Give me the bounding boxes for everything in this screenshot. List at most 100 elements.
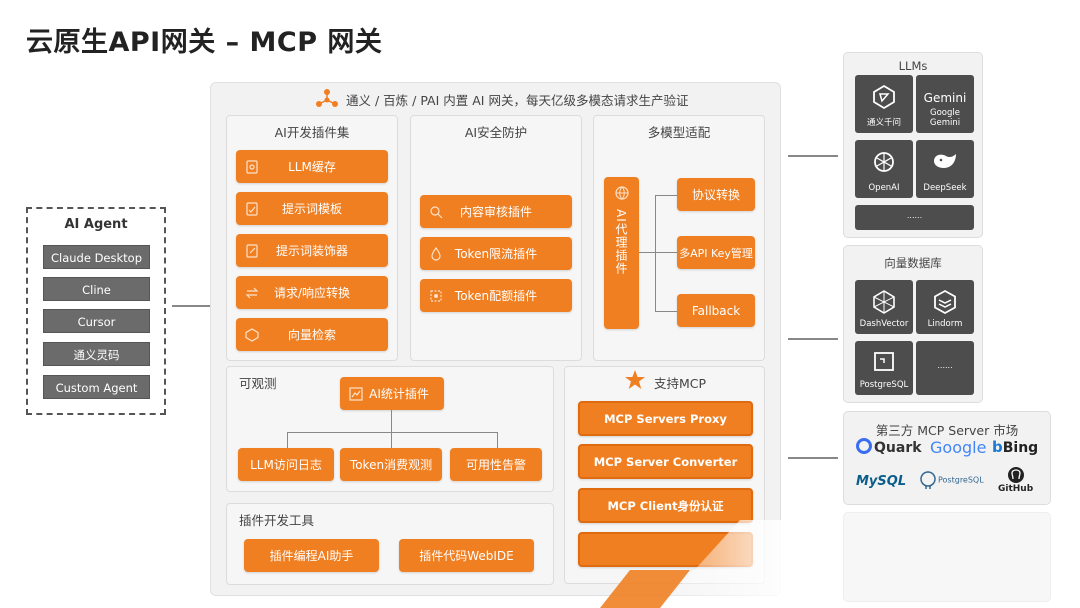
brand-github[interactable]: GitHub (998, 466, 1033, 494)
star-icon (625, 370, 645, 389)
cache-icon (246, 159, 258, 174)
bing-logo-icon: b (992, 438, 1003, 456)
openai-icon (874, 152, 894, 172)
gateway-caption: 通义 / 百炼 / PAI 内置 AI 网关，每天亿级多模态请求生产验证 (346, 93, 689, 108)
brand-google[interactable]: Google (930, 438, 987, 457)
ai-statistics-plugin[interactable]: AI统计插件 (340, 377, 444, 410)
protocol-conversion[interactable]: 协议转换 (677, 178, 755, 211)
plugin-request-response-transform-label: 请求/响应转换 (273, 286, 351, 300)
brand-bing-label: Bing (1002, 440, 1039, 456)
mcp-server-converter[interactable]: MCP Server Converter (578, 444, 753, 479)
vectordb-more-label: ...... (937, 361, 953, 370)
observability-title: 可观测 (239, 376, 277, 391)
vectordb-more[interactable]: ...... (916, 341, 974, 395)
plugin-prompt-template[interactable]: 提示词模板 (236, 192, 388, 225)
proxy-trunk (655, 195, 656, 311)
github-icon (1007, 467, 1024, 483)
chart-icon (349, 386, 363, 401)
plugin-token-quota[interactable]: Token配额插件 (420, 279, 572, 312)
globe-icon (614, 186, 629, 200)
token-consumption-observe[interactable]: Token消费观测 (340, 448, 442, 481)
llm-gemini-label: Google Gemini (929, 108, 961, 128)
brand-bing[interactable]: bBing (992, 438, 1038, 456)
obs-trunk (391, 410, 392, 432)
plugin-token-rate-limit[interactable]: Token限流插件 (420, 237, 572, 270)
vectordb-postgresql-label: PostgreSQL (859, 380, 909, 390)
llm-openai[interactable]: OpenAI (855, 140, 913, 198)
vectordb-postgresql[interactable]: PostgreSQL (855, 341, 913, 395)
mcp-market-title: 第三方 MCP Server 市场 (875, 423, 1019, 438)
obs-drop-2 (391, 432, 392, 448)
plugin-token-quota-label: Token配额插件 (454, 289, 538, 303)
network-icon (316, 89, 338, 107)
moderation-icon (430, 205, 443, 218)
llm-deepseek-label: DeepSeek (923, 183, 967, 193)
brand-postgresql-label: PostgreSQL (938, 475, 984, 485)
vectordb-dashvector[interactable]: DashVector (855, 280, 913, 334)
vectordb-connector (788, 338, 838, 340)
brand-postgresql[interactable]: PostgreSQL (918, 470, 984, 490)
plugin-webide[interactable]: 插件代码WebIDE (399, 539, 534, 572)
plugin-prompt-decorator[interactable]: 提示词装饰器 (236, 234, 388, 267)
ai-statistics-plugin-label: AI统计插件 (369, 387, 429, 401)
brand-quark-label: Quark (874, 440, 922, 456)
devtools-title: 插件开发工具 (239, 513, 315, 528)
page-title: 云原生API网关 – MCP 网关 (26, 27, 383, 58)
market-connector (788, 457, 838, 459)
ai-proxy-plugin[interactable]: AI代理插件 (604, 177, 639, 329)
agent-item-custom-agent[interactable]: Custom Agent (43, 375, 150, 399)
extra-panel (843, 512, 1051, 602)
vectordb-lindorm[interactable]: Lindorm (916, 280, 974, 334)
quota-icon (430, 289, 442, 302)
llm-tongyi[interactable]: 通义千问 (855, 75, 913, 133)
proxy-connector (639, 252, 655, 253)
proxy-branch-3 (655, 311, 677, 312)
agent-item-cursor[interactable]: Cursor (43, 309, 150, 333)
brand-quark[interactable]: Quark (856, 438, 922, 456)
llms-title: LLMs (898, 59, 928, 73)
whale-icon (934, 154, 956, 168)
mcp-servers-proxy[interactable]: MCP Servers Proxy (578, 401, 753, 436)
fallback[interactable]: Fallback (677, 294, 755, 327)
llm-more[interactable]: ...... (855, 205, 974, 230)
llm-openai-label: OpenAI (868, 183, 900, 193)
proxy-branch-1 (655, 195, 677, 196)
mcp-client-auth[interactable]: MCP Client身份认证 (578, 488, 753, 523)
security-title: AI安全防护 (464, 125, 528, 140)
plugins-title: AI开发插件集 (274, 125, 350, 140)
ai-agent-title: AI Agent (64, 217, 128, 232)
drop-icon (431, 246, 441, 261)
obs-drop-3 (497, 432, 498, 448)
decorator-icon (246, 243, 258, 258)
plugin-token-rate-limit-label: Token限流插件 (454, 247, 538, 261)
plugin-content-moderation[interactable]: 内容审核插件 (420, 195, 572, 228)
plugin-llm-cache-label: LLM缓存 (288, 160, 336, 174)
dashvector-icon (873, 290, 895, 314)
brand-mysql[interactable]: MySQL (856, 474, 907, 489)
proxy-branch-2 (655, 252, 677, 253)
plugin-llm-cache[interactable]: LLM缓存 (236, 150, 388, 183)
availability-alert[interactable]: 可用性告警 (450, 448, 542, 481)
vectordb-dashvector-label: DashVector (859, 319, 909, 329)
agent-item-tongyi-lingma[interactable]: 通义灵码 (43, 342, 150, 366)
plugin-ai-assistant[interactable]: 插件编程AI助手 (244, 539, 379, 572)
mcp-title: 支持MCP (654, 376, 707, 391)
plugin-request-response-transform[interactable]: 请求/响应转换 (236, 276, 388, 309)
agent-item-cline[interactable]: Cline (43, 277, 150, 301)
multimodel-title: 多模型适配 (647, 125, 711, 140)
vectordb-title: 向量数据库 (884, 256, 942, 270)
llm-gemini[interactable]: Gemini Google Gemini (916, 75, 974, 133)
transform-icon (245, 287, 259, 298)
plugin-vector-search[interactable]: 向量检索 (236, 318, 388, 351)
lindorm-icon (934, 289, 956, 315)
llm-deepseek[interactable]: DeepSeek (916, 140, 974, 198)
llm-access-log[interactable]: LLM访问日志 (238, 448, 334, 481)
agent-item-claude-desktop[interactable]: Claude Desktop (43, 245, 150, 269)
plugin-content-moderation-label: 内容审核插件 (459, 205, 532, 219)
llm-more-label: ...... (906, 211, 923, 220)
postgresql-icon (874, 352, 894, 371)
elephant-icon (920, 471, 936, 489)
plugin-prompt-template-label: 提示词模板 (281, 202, 342, 216)
mcp-market-panel: 第三方 MCP Server 市场 (843, 411, 1051, 505)
multi-api-key-management[interactable]: 多API Key管理 (677, 236, 755, 269)
